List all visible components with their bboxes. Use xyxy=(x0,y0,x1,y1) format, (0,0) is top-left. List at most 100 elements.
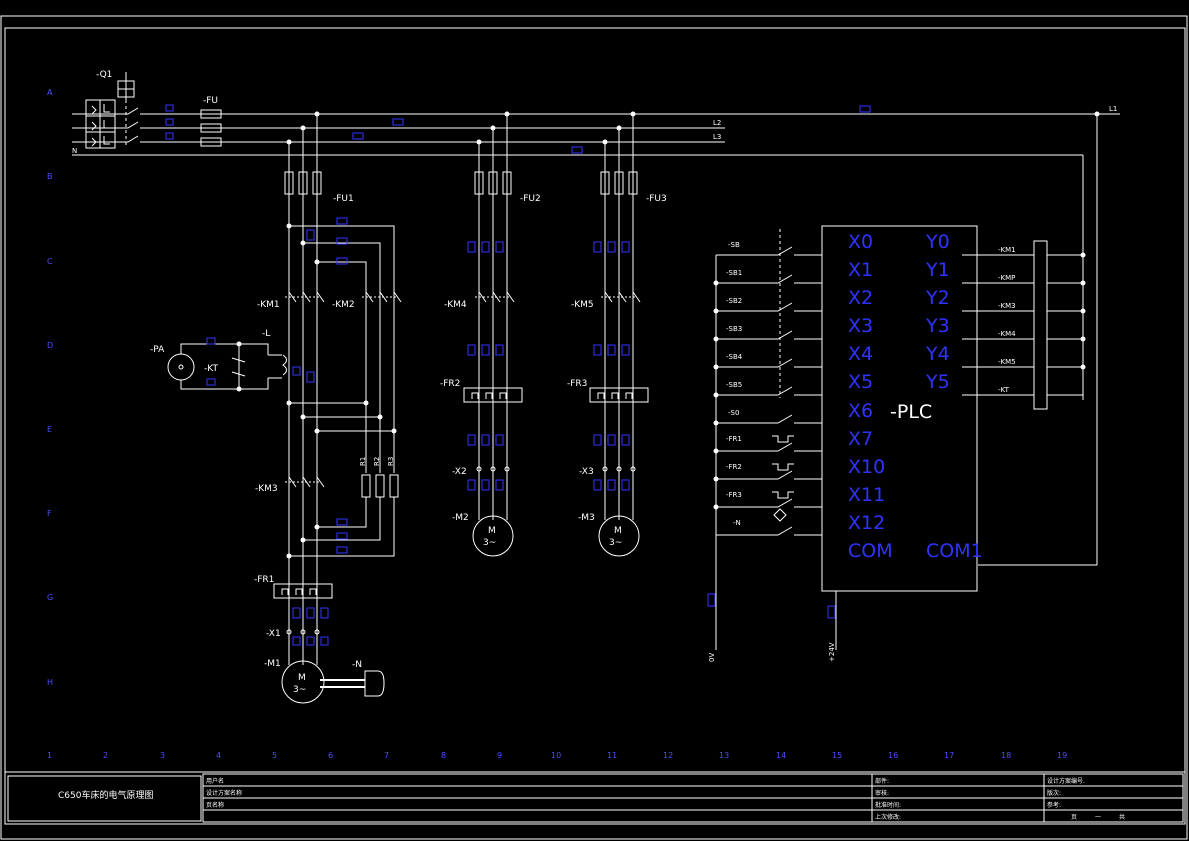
input-device-fr2: -FR2 xyxy=(726,463,742,471)
km5-label: -KM5 xyxy=(571,300,594,310)
tb-reference: 参考: xyxy=(1047,801,1061,809)
row-labels: A B C D E F G H xyxy=(47,88,53,687)
input-device-n: -N xyxy=(733,519,741,527)
plc-input-x3: X3 xyxy=(848,315,873,337)
row-label-a: A xyxy=(47,88,53,97)
plc-input-x6: X6 xyxy=(848,400,873,422)
m3-m-label: M xyxy=(614,526,622,536)
plc-output-y3: Y3 xyxy=(925,315,950,337)
row-label-g: G xyxy=(47,593,53,602)
branch-main-motor: -FU1 -KM1 -KM2 R1 R2 R3 xyxy=(254,111,402,704)
m2-label: -M2 xyxy=(452,513,469,523)
column-labels: 1 2 3 4 5 6 7 8 9 10 11 12 13 14 15 16 1… xyxy=(47,751,1067,760)
row-label-h: H xyxy=(47,678,53,687)
r3-label: R3 xyxy=(387,457,395,466)
plc-output-y1: Y1 xyxy=(925,259,950,281)
plc-input-com: COM xyxy=(848,540,893,562)
row-label-e: E xyxy=(47,425,52,434)
plc-input-x2: X2 xyxy=(848,287,873,309)
plc-input-x1: X1 xyxy=(848,259,873,281)
plc-input-x0: X0 xyxy=(848,231,873,253)
tb-page-total: 共 xyxy=(1119,813,1125,821)
col-label-14: 14 xyxy=(776,751,786,760)
branch-motor-m2: -FU2 -KM4 -FR2 -X2 M 3~ -M2 xyxy=(440,111,541,557)
title-block: C650车床的电气原理图 用户名 设计方案名称 页名称 部件: 审核: 批准时间… xyxy=(7,773,1184,823)
plc-input-x4: X4 xyxy=(848,343,873,365)
m2-3-label: 3~ xyxy=(483,538,496,548)
tb-project-no: 设计方案编号. xyxy=(1047,777,1085,785)
plc-name: -PLC xyxy=(890,401,932,423)
km4-label: -KM4 xyxy=(444,300,467,310)
col-label-8: 8 xyxy=(441,751,446,760)
col-label-16: 16 xyxy=(888,751,898,760)
col-label-17: 17 xyxy=(944,751,954,760)
n-sensor-label: -N xyxy=(352,660,362,670)
drawing-title: C650车床的电气原理图 xyxy=(58,789,153,801)
col-label-9: 9 xyxy=(497,751,502,760)
tb-approve-time: 批准时间: xyxy=(875,801,901,809)
col-label-6: 6 xyxy=(328,751,333,760)
fu3-label: -FU3 xyxy=(646,194,667,204)
r2-label: R2 xyxy=(373,457,381,466)
col-label-12: 12 xyxy=(663,751,673,760)
output-device-km4: -KM4 xyxy=(998,330,1016,338)
km2-label: -KM2 xyxy=(332,300,355,310)
x3-label: -X3 xyxy=(579,467,594,477)
x1-label: -X1 xyxy=(266,629,281,639)
col-label-10: 10 xyxy=(551,751,561,760)
col-label-3: 3 xyxy=(160,751,165,760)
col-label-5: 5 xyxy=(272,751,277,760)
tb-last-modified: 上次修改: xyxy=(875,813,901,821)
line-label-l3: L3 xyxy=(713,133,721,141)
plc-output-y2: Y2 xyxy=(925,287,950,309)
col-label-1: 1 xyxy=(47,751,52,760)
r1-label: R1 xyxy=(359,457,367,466)
input-device-sb5: -SB5 xyxy=(726,381,742,389)
x2-label: -X2 xyxy=(452,467,467,477)
plc-input-x5: X5 xyxy=(848,371,873,393)
col-label-19: 19 xyxy=(1057,751,1067,760)
input-device-fr1: -FR1 xyxy=(726,435,742,443)
ammeter-circuit: -PA -KT -L xyxy=(150,329,287,392)
tb-project-name: 设计方案名称 xyxy=(206,789,242,797)
tb-page-number: 一 xyxy=(1095,814,1101,821)
plc-input-wiring: 0V +24V -SB -SB1 -SB2 -SB3 -SB4 -SB5 -S0… xyxy=(708,229,837,662)
col-label-11: 11 xyxy=(607,751,617,760)
m2-m-label: M xyxy=(488,526,496,536)
col-label-15: 15 xyxy=(832,751,842,760)
line-label-l1: L1 xyxy=(1109,105,1117,113)
tb-review: 审核: xyxy=(875,789,889,797)
row-label-b: B xyxy=(47,172,53,181)
input-device-fr3: -FR3 xyxy=(726,491,742,499)
fr1-label: -FR1 xyxy=(254,575,274,585)
l-label: -L xyxy=(262,329,270,339)
drawing-frame xyxy=(0,15,1188,840)
m1-m-label: M xyxy=(298,673,306,683)
output-device-km1: -KM1 xyxy=(998,246,1016,254)
tb-page-name: 页名称 xyxy=(206,801,224,809)
input-device-sb2: -SB2 xyxy=(726,297,742,305)
plc-input-x10: X10 xyxy=(848,456,885,478)
m1-label: -M1 xyxy=(264,659,281,669)
col-label-4: 4 xyxy=(216,751,221,760)
row-label-c: C xyxy=(47,257,53,266)
km1-label: -KM1 xyxy=(257,300,280,310)
wire-tags xyxy=(165,104,871,646)
output-device-kmp: -KMP xyxy=(998,274,1015,282)
fr3-label: -FR3 xyxy=(567,379,587,389)
tb-user: 用户名 xyxy=(206,777,224,785)
col-label-2: 2 xyxy=(103,751,108,760)
supply-lines: L1 L2 L3 N xyxy=(72,105,1120,566)
input-device-sb3: -SB3 xyxy=(726,325,742,333)
input-device-sb1: -SB1 xyxy=(726,269,742,277)
col-label-13: 13 xyxy=(719,751,729,760)
fu1-label: -FU1 xyxy=(333,194,354,204)
main-breaker-q1: -Q1 xyxy=(72,70,139,149)
tb-revision: 版次: xyxy=(1047,789,1061,797)
col-label-7: 7 xyxy=(384,751,389,760)
plc-block: -PLC X0 X1 X2 X3 X4 X5 X6 X7 X10 X11 X12… xyxy=(821,225,983,592)
plc-output-y4: Y4 xyxy=(925,343,950,365)
kt-label: -KT xyxy=(204,364,218,374)
tb-page-label: 页 xyxy=(1071,814,1077,821)
